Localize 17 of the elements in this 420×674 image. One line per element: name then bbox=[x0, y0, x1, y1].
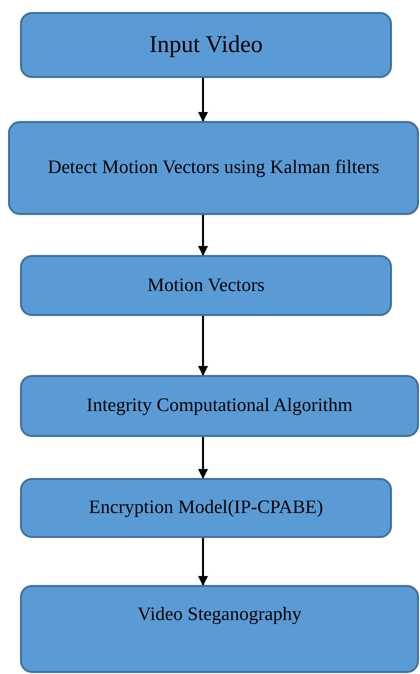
arrow bbox=[198, 437, 208, 479]
arrow bbox=[198, 316, 208, 376]
process-box bbox=[20, 478, 392, 538]
box-label: Encryption Model(IP-CPABE) bbox=[88, 496, 324, 520]
process-box bbox=[20, 12, 392, 78]
box-label: Motion Vectors bbox=[147, 274, 265, 298]
box-label: Video Steganography bbox=[137, 603, 302, 627]
process-box bbox=[8, 121, 419, 215]
box-label: Detect Motion Vectors using Kalman filters bbox=[48, 156, 380, 180]
arrow bbox=[198, 538, 208, 586]
arrow bbox=[198, 215, 208, 256]
process-box bbox=[20, 585, 419, 673]
process-box bbox=[20, 375, 419, 437]
arrow bbox=[198, 78, 208, 122]
box-label: Input Video bbox=[149, 31, 263, 60]
box-label: Integrity Computational Algorithm bbox=[86, 394, 352, 418]
process-box bbox=[20, 255, 392, 316]
